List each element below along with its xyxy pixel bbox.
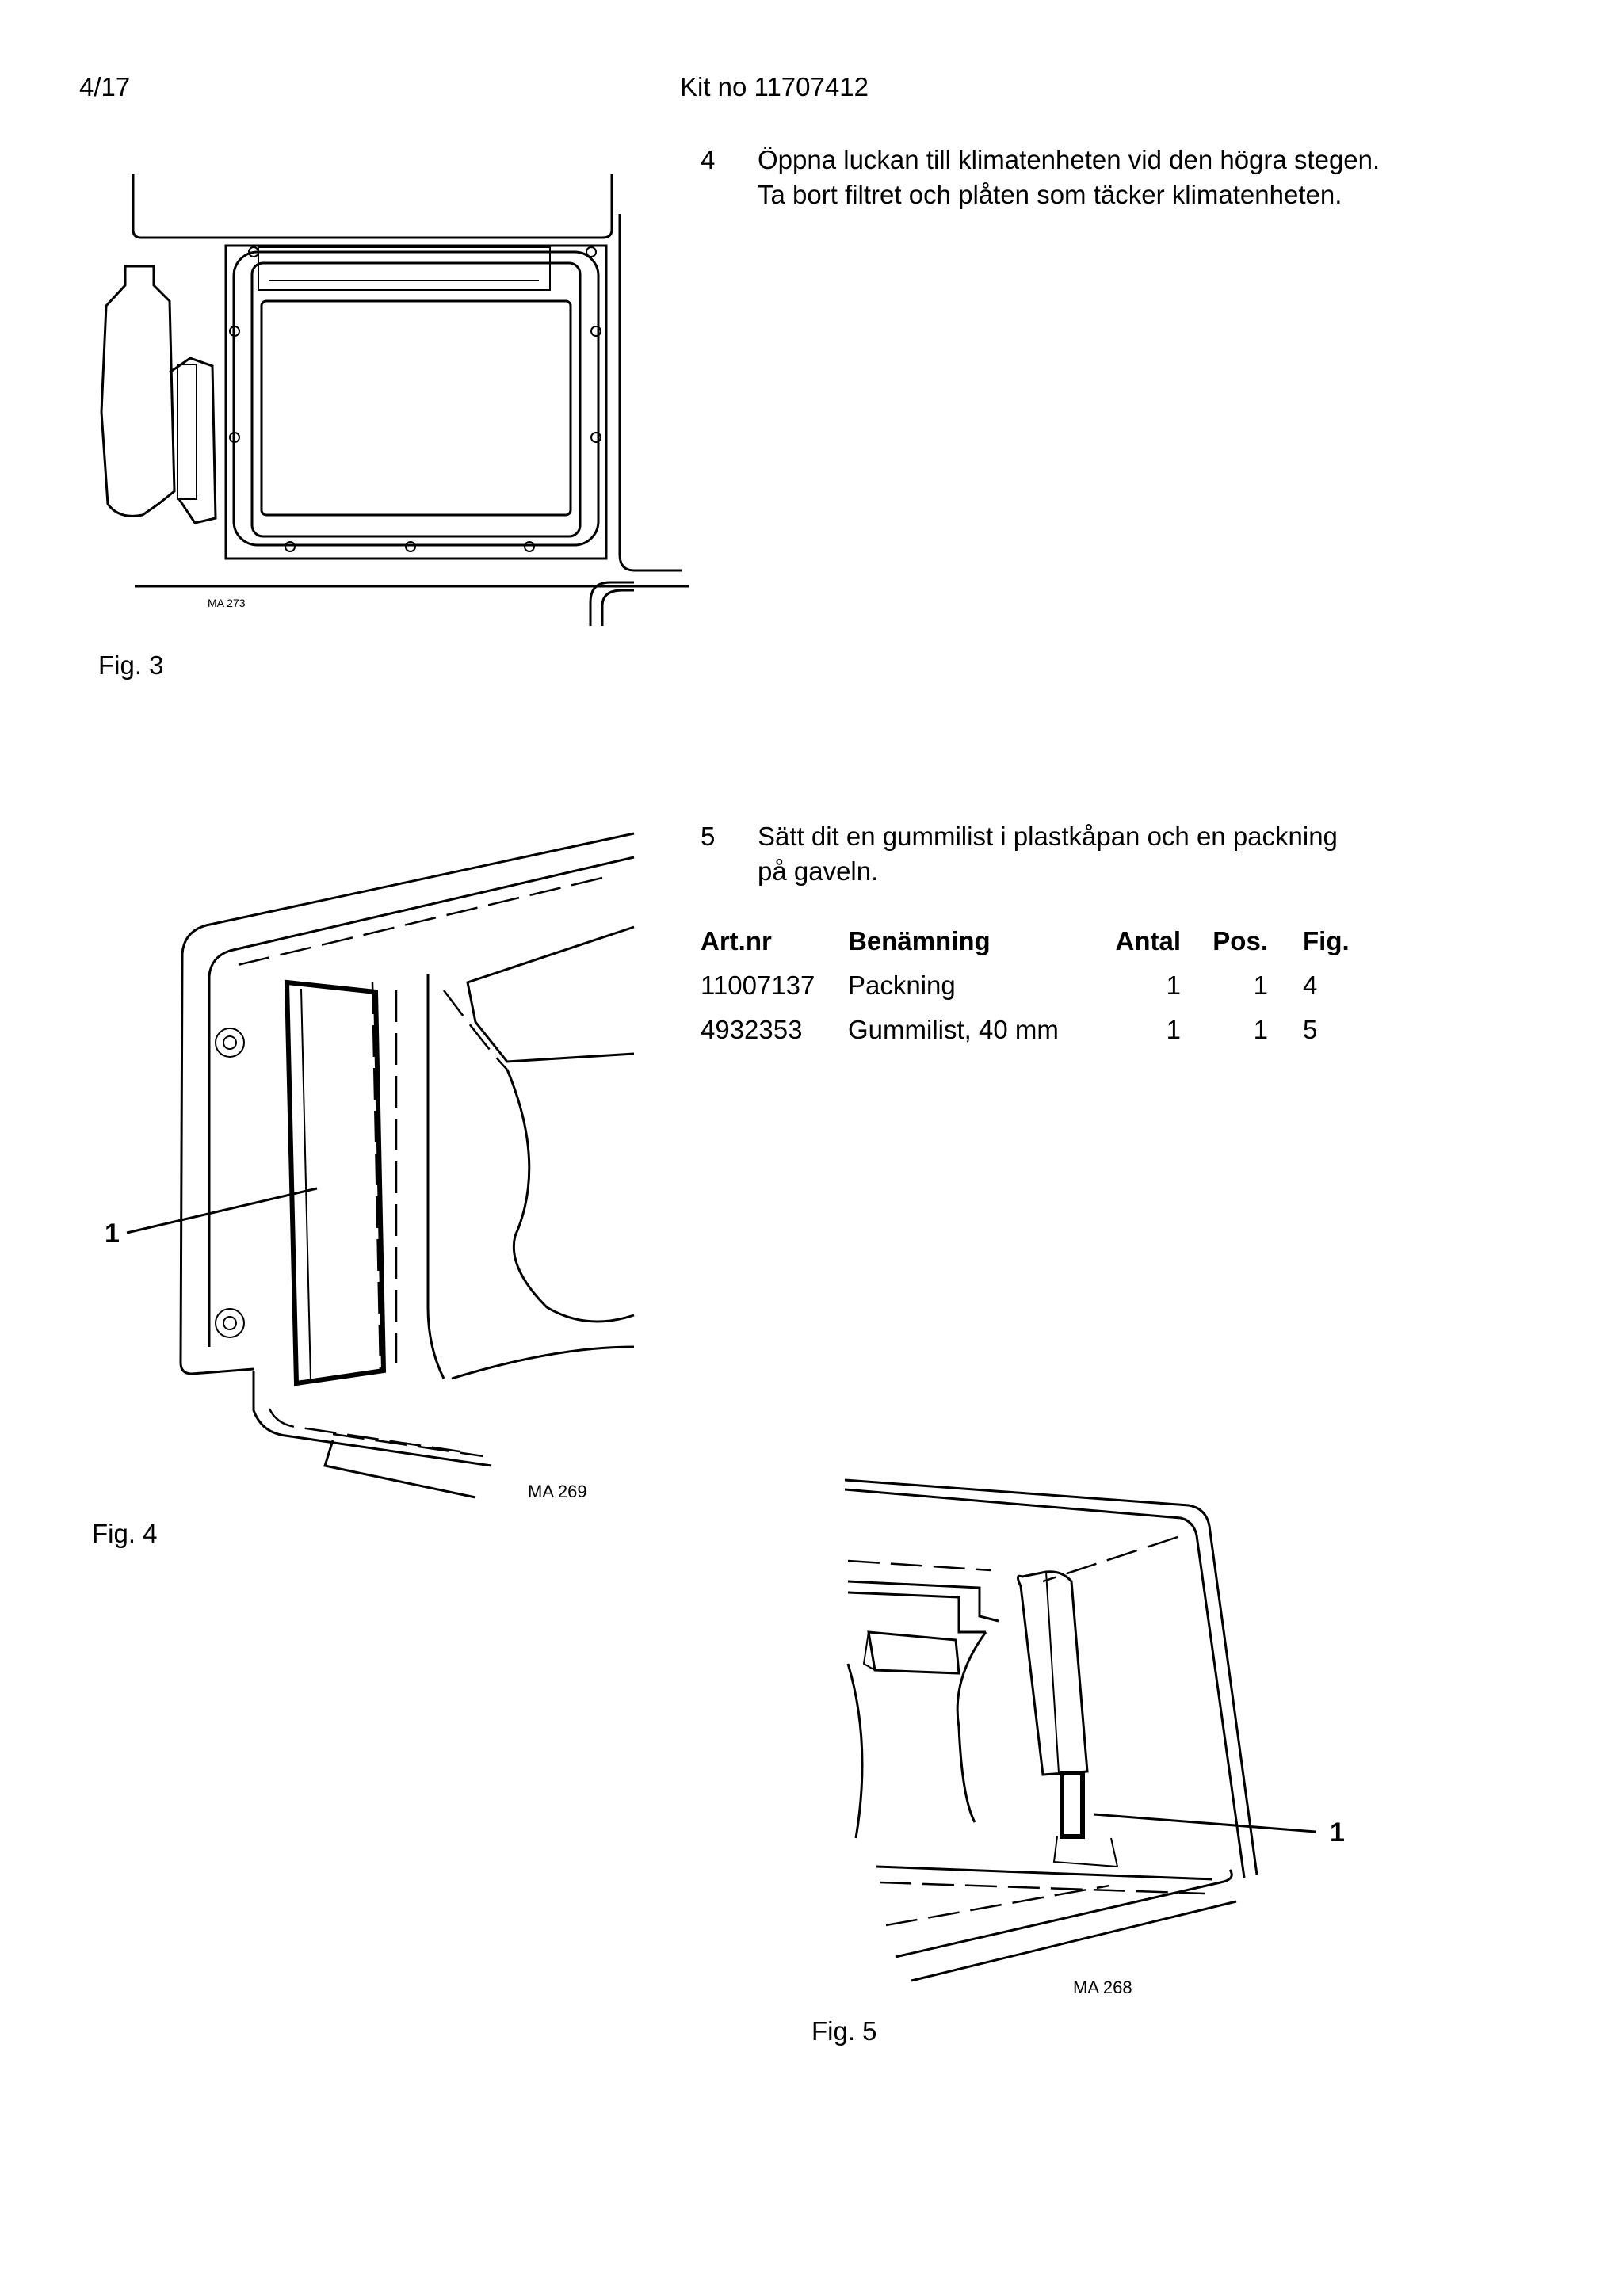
figure-caption: Fig. 3 bbox=[98, 650, 164, 680]
step-text-line: Sätt dit en gummilist i plastkåpan och e… bbox=[758, 822, 1338, 851]
column-header: Fig. bbox=[1303, 926, 1350, 955]
table-cell: 1 bbox=[1166, 1015, 1181, 1044]
figure-code: MA 269 bbox=[528, 1482, 587, 1501]
table-cell: Gummilist, 40 mm bbox=[848, 1015, 1059, 1044]
step-number: 4 bbox=[701, 145, 716, 174]
step-text-line: på gaveln. bbox=[758, 856, 879, 886]
table-cell: 5 bbox=[1303, 1015, 1318, 1044]
figure-caption: Fig. 4 bbox=[92, 1519, 158, 1548]
table-cell: 1 bbox=[1253, 971, 1268, 1000]
step-number: 5 bbox=[701, 822, 716, 851]
column-header: Benämning bbox=[848, 926, 991, 955]
figure-code: MA 273 bbox=[208, 597, 246, 609]
callout-number: 1 bbox=[1330, 1817, 1345, 1848]
column-header: Antal bbox=[1115, 926, 1182, 955]
table-cell: 4932353 bbox=[701, 1015, 803, 1044]
figure-code: MA 268 bbox=[1073, 1978, 1132, 1997]
step-text-line: Ta bort filtret och plåten som täcker kl… bbox=[758, 180, 1342, 209]
parts-table: Art.nr Benämning Antal Pos. Fig. 1100713… bbox=[701, 919, 1350, 1052]
table-header-row: Art.nr Benämning Antal Pos. Fig. bbox=[701, 919, 1350, 963]
table-row: 11007137 Packning 1 1 4 bbox=[701, 963, 1350, 1008]
callout-number: 1 bbox=[105, 1219, 120, 1249]
column-header: Pos. bbox=[1212, 926, 1268, 955]
table-cell: 11007137 bbox=[701, 971, 815, 1000]
page-number: 4/17 bbox=[79, 72, 131, 101]
table-cell: 4 bbox=[1303, 971, 1318, 1000]
step-text-line: Öppna luckan till klimatenheten vid den … bbox=[758, 145, 1381, 174]
column-header: Art.nr bbox=[701, 926, 772, 955]
table-row: 4932353 Gummilist, 40 mm 1 1 5 bbox=[701, 1008, 1350, 1052]
table-cell: 1 bbox=[1166, 971, 1181, 1000]
table-cell: Packning bbox=[848, 971, 956, 1000]
figure-caption: Fig. 5 bbox=[812, 2016, 877, 2046]
table-cell: 1 bbox=[1253, 1015, 1268, 1044]
kit-number: Kit no 11707412 bbox=[680, 72, 869, 101]
